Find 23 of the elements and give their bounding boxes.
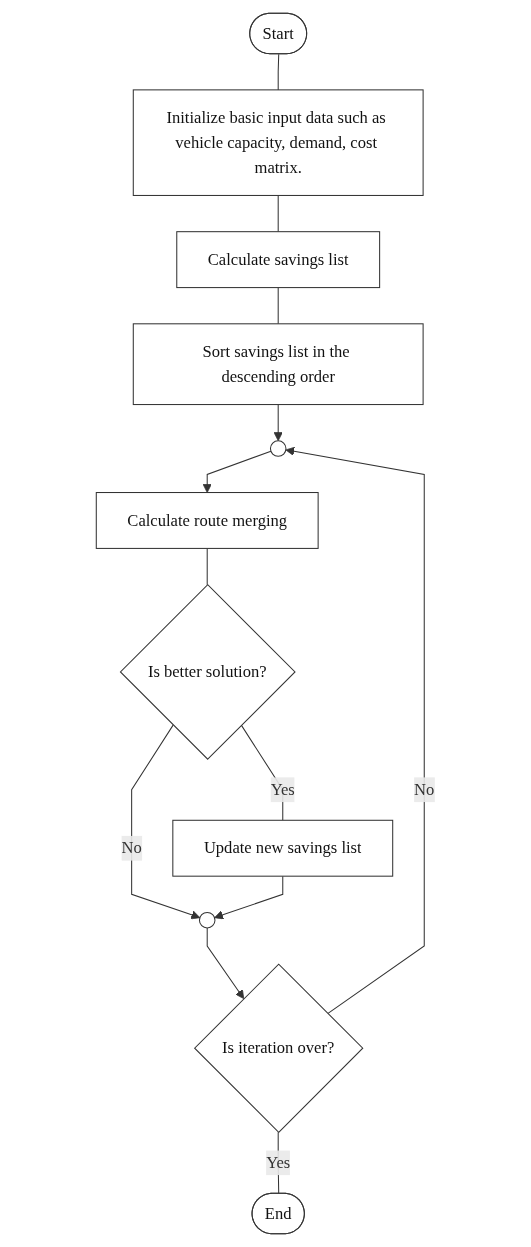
- arrow: [214, 875, 284, 920]
- node-diamond: Is iteration over?: [194, 963, 364, 1133]
- node-box: Sort savings list in the descending order: [132, 323, 424, 406]
- arrow: [206, 927, 245, 1000]
- edge-label: No: [414, 780, 435, 799]
- connector: [277, 287, 279, 325]
- arrow: [273, 404, 283, 442]
- node-box: Calculate route merging: [95, 492, 319, 549]
- node-box: Update new savings list: [172, 819, 394, 877]
- connector: [277, 53, 280, 91]
- edge-label: Yes: [270, 780, 295, 799]
- arrow: [131, 724, 201, 920]
- node-circle: [270, 440, 287, 457]
- edge-label: No: [121, 838, 142, 857]
- edge-label: Yes: [266, 1153, 291, 1172]
- node-box: Initialize basic input data such as vehicle capacity, demand, cost matrix.: [132, 89, 424, 196]
- arrow: [202, 450, 272, 493]
- arrow: [285, 446, 425, 1015]
- node-box: Calculate savings list: [176, 231, 381, 289]
- node-diamond: Is better solution?: [119, 583, 296, 760]
- node-circle: [199, 911, 216, 929]
- connector: [277, 194, 279, 233]
- connector: [206, 547, 208, 586]
